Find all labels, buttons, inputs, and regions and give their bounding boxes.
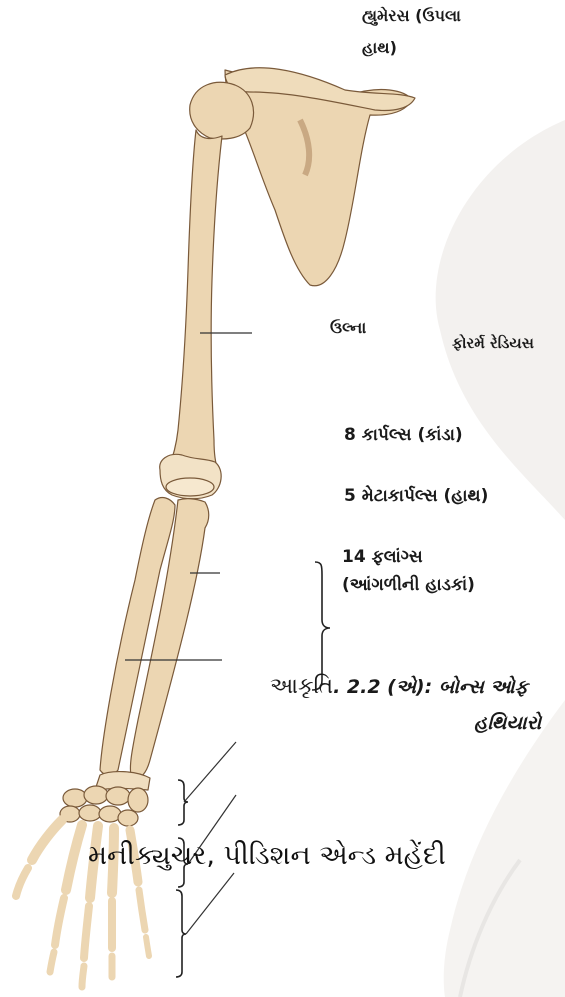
figure-caption-line1: આકૃતિ. 2.2 (એ): બોન્સ ઓફ [270,674,528,699]
figure-caption-title: . 2.2 (એ): બોન્સ ઓફ [333,676,528,698]
humerus-bone [168,130,222,470]
carpal-bones [60,786,148,826]
figure-caption-prefix: આકૃતિ [270,674,333,699]
label-phalanges-line2: (આંગળીની હાડકાં) [342,574,475,596]
label-forearm-radius: ફોરર્મ રેડિયસ [452,334,534,354]
figure-caption-line2: હથિયારો [474,712,541,734]
label-metacarpals: 5 મેટાકાર્પલ્સ (હાથ) [344,485,488,507]
label-humerus-line1: હ્યુમેરસ (ઉપલા [362,6,461,27]
label-phalanges-line1: 14 ફલાંગ્સ [342,546,423,568]
label-brackets [176,562,330,977]
label-humerus-line2: હાથ) [362,38,397,59]
footer-title: મનીક્યુચર, પીડિશન એન્ડ મહેંદી [88,840,446,872]
label-ulna: ઉલ્ના [330,318,366,339]
humerus-head [190,82,254,139]
label-carpals: 8 કાર્પલ્સ (કાંડા) [344,424,463,446]
